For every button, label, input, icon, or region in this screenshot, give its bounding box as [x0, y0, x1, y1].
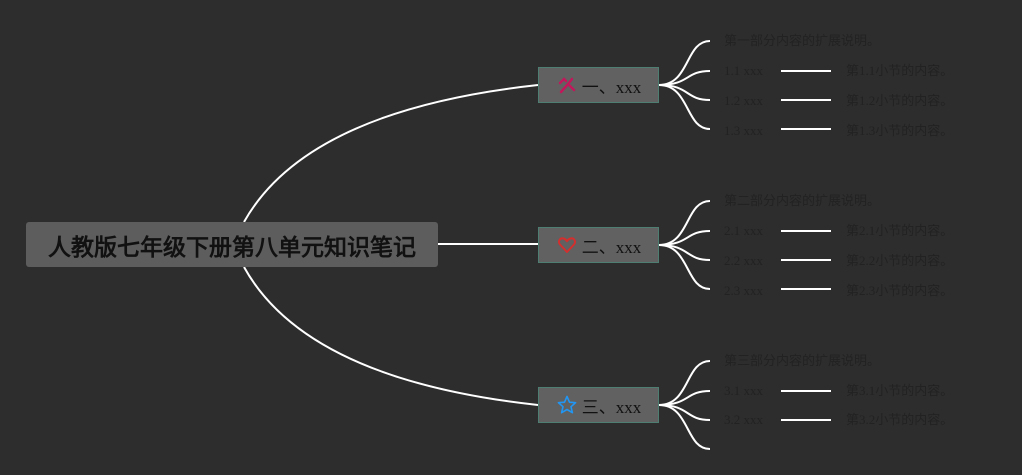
subtopic-detail[interactable]: 第1.3小节的内容。	[846, 123, 954, 138]
subtopic-detail[interactable]: 第3.2小节的内容。	[846, 412, 954, 427]
subtopic-detail[interactable]: 第3.1小节的内容。	[846, 383, 954, 398]
branch-connector	[658, 404, 711, 421]
subtopic-label[interactable]: 3.2 xxx	[724, 412, 763, 427]
branch-connector	[658, 244, 711, 261]
branch-label: 一、xxx	[581, 77, 642, 97]
subtopic-detail[interactable]: 第2.3小节的内容。	[846, 283, 954, 298]
subtopic-label[interactable]: 2.1 xxx	[724, 223, 763, 238]
branch-topic-2[interactable]: 二、xxx	[538, 227, 659, 263]
subtopic-label[interactable]: 2.3 xxx	[724, 283, 763, 298]
branch-label: 三、xxx	[581, 397, 642, 417]
subtopic-detail[interactable]: 第1.1小节的内容。	[846, 63, 954, 78]
root-topic[interactable]: 人教版七年级下册第八单元知识笔记	[26, 222, 438, 267]
branch-connector	[658, 404, 711, 450]
branch-connector	[658, 360, 711, 406]
subtopic-detail[interactable]: 第1.2小节的内容。	[846, 93, 954, 108]
branch-connector	[658, 200, 711, 246]
branch-note: 第二部分内容的扩展说明。	[724, 193, 881, 208]
subtopic-detail[interactable]: 第2.1小节的内容。	[846, 223, 954, 238]
root-title: 人教版七年级下册第八单元知识笔记	[48, 234, 416, 261]
branch-connector	[658, 84, 711, 130]
subtopic-detail[interactable]: 第2.2小节的内容。	[846, 253, 954, 268]
subtopic-label[interactable]: 2.2 xxx	[724, 253, 763, 268]
root-connector	[243, 266, 539, 406]
heart-icon	[556, 234, 578, 256]
subtopic-label[interactable]: 1.3 xxx	[724, 123, 763, 138]
branch-connector	[658, 40, 711, 86]
branch-label: 二、xxx	[581, 237, 642, 257]
tools-icon	[556, 74, 578, 96]
branch-connector	[658, 84, 711, 101]
branch-note: 第一部分内容的扩展说明。	[724, 33, 881, 48]
branch-topic-1[interactable]: 一、xxx	[538, 67, 659, 103]
star-icon	[556, 394, 578, 416]
subtopic-label[interactable]: 3.1 xxx	[724, 383, 763, 398]
subtopic-label[interactable]: 1.1 xxx	[724, 63, 763, 78]
branch-topic-3[interactable]: 三、xxx	[538, 387, 659, 423]
branch-connector	[658, 244, 711, 290]
root-connector	[243, 84, 539, 223]
subtopic-label[interactable]: 1.2 xxx	[724, 93, 763, 108]
branch-note: 第三部分内容的扩展说明。	[724, 353, 881, 368]
